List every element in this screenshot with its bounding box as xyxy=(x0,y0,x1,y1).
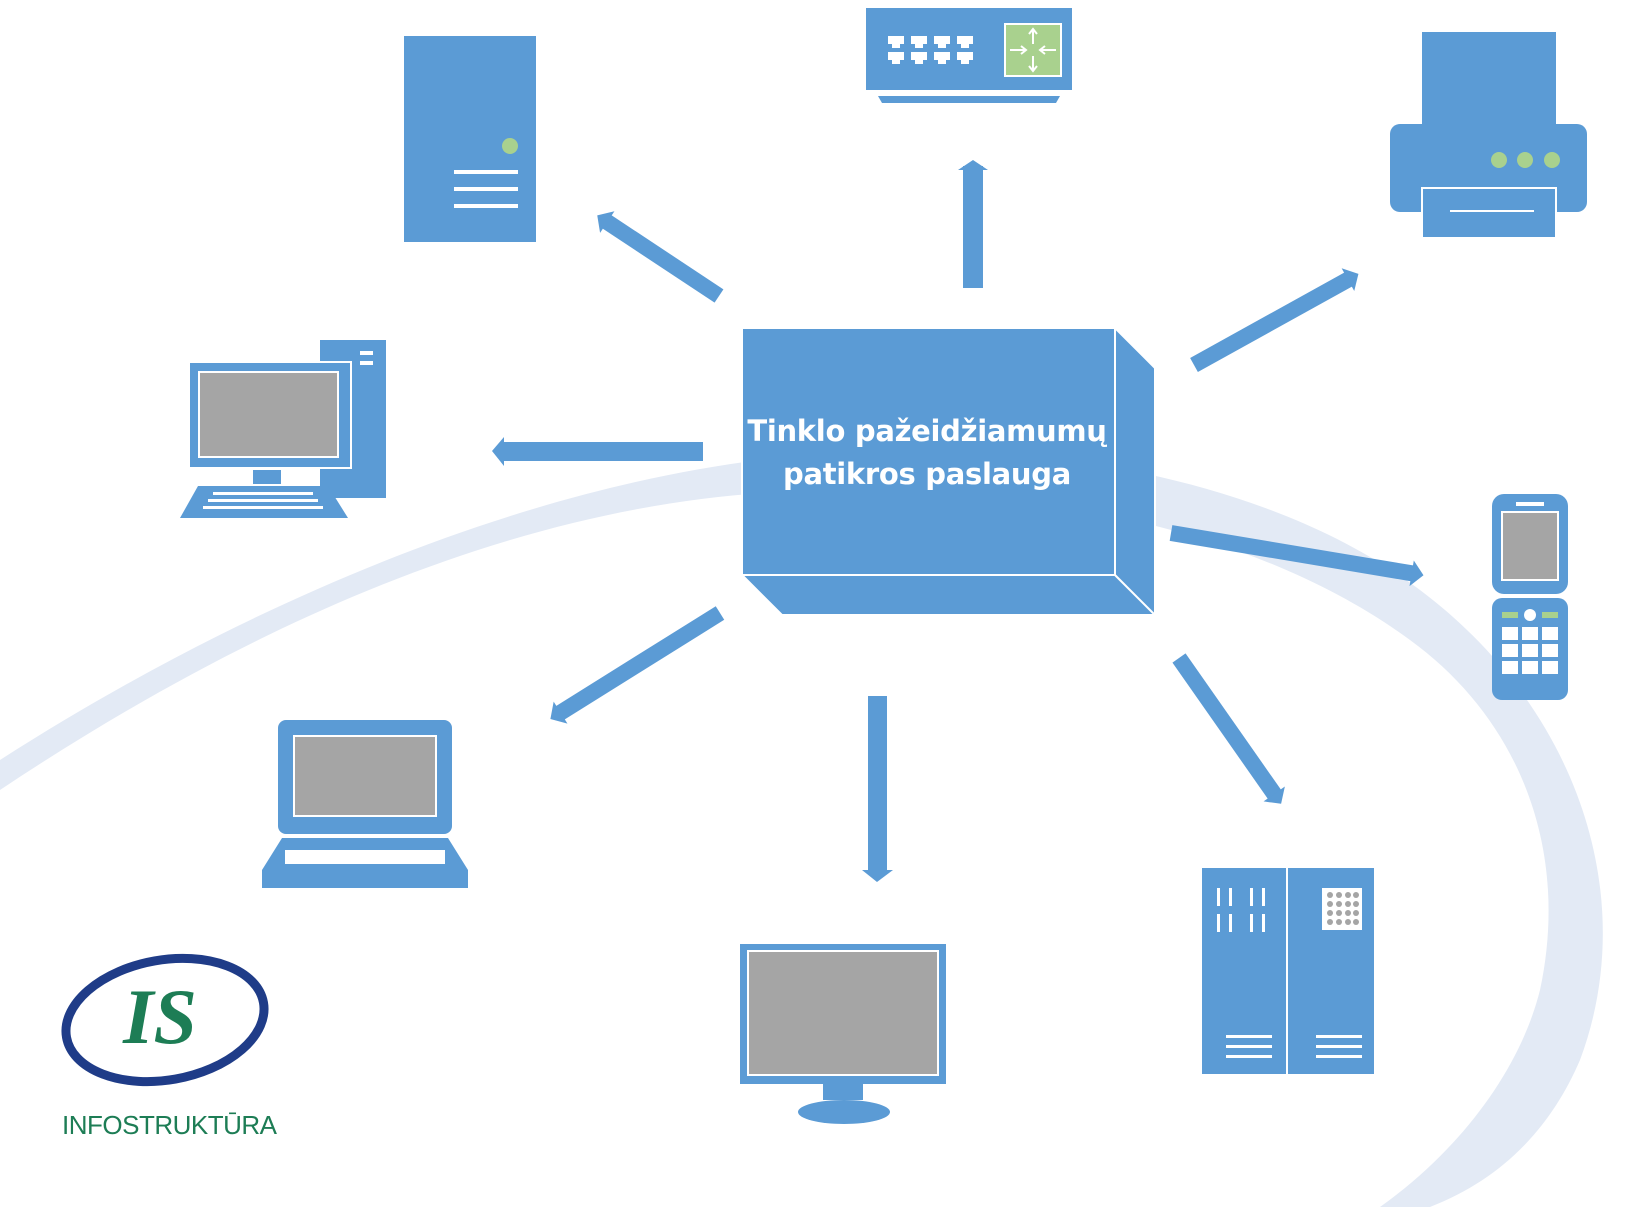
company-name: INFOSTRUKTŪRA xyxy=(62,1110,277,1140)
tower-server-icon xyxy=(404,36,536,242)
service-title: Tinklo pažeidžiamumų patikros paslauga xyxy=(742,410,1112,496)
arrow-to-desktop xyxy=(492,437,703,466)
arrow-to-laptop xyxy=(550,606,725,724)
printer-icon xyxy=(1390,32,1587,239)
arrows xyxy=(492,160,1424,882)
company-logo: IS xyxy=(61,953,269,1087)
server-rack-icon xyxy=(1202,868,1374,1074)
laptop-icon xyxy=(262,720,468,888)
mobile-phone-icon xyxy=(1492,494,1568,700)
service-box xyxy=(739,325,1158,618)
network-switch-icon xyxy=(866,8,1072,103)
arrow-to-rack xyxy=(1172,653,1285,804)
arrow-to-switch xyxy=(958,160,988,288)
monitor-icon xyxy=(740,944,946,1124)
service-title-line1: Tinklo pažeidžiamumų xyxy=(747,414,1107,448)
arrow-to-monitor xyxy=(862,696,893,882)
arrow-to-tower xyxy=(597,211,724,303)
logo-letters: IS xyxy=(122,973,197,1060)
arrow-to-phone xyxy=(1169,525,1424,587)
desktop-computer-icon xyxy=(180,340,386,518)
service-title-line2: patikros paslauga xyxy=(783,457,1071,491)
arrow-to-printer xyxy=(1190,268,1359,372)
